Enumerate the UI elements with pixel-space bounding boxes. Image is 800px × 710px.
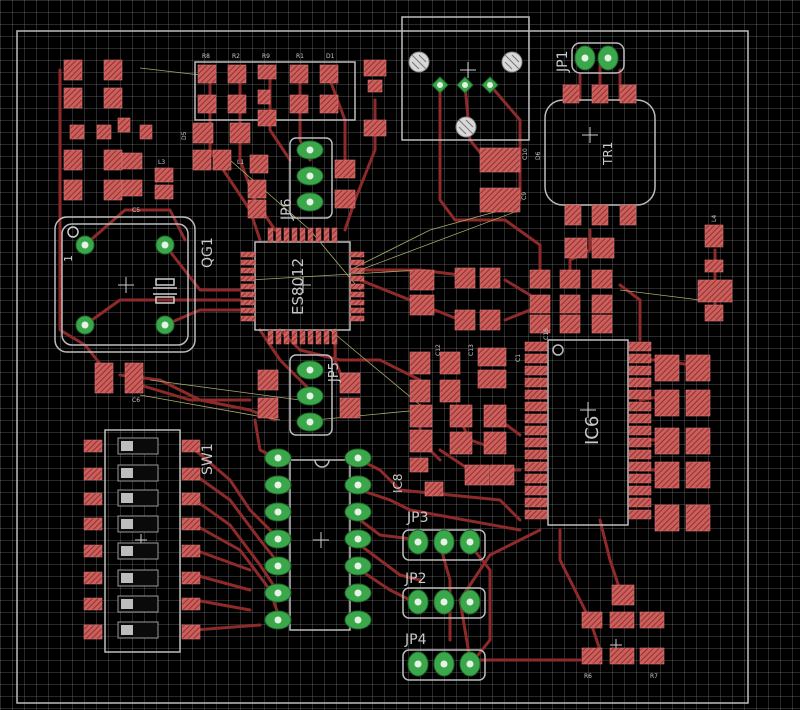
ic6-outline bbox=[547, 339, 629, 526]
tr1-outline bbox=[544, 99, 656, 206]
label-ic8: IC8 bbox=[391, 473, 405, 493]
label-c16: C16 bbox=[543, 328, 550, 340]
sw1-outline bbox=[104, 429, 181, 653]
label-d6: D6 bbox=[535, 151, 542, 160]
label-jp4: JP4 bbox=[404, 632, 427, 648]
silkscreen-labels: ES8012 IC6 SW1 QG1 TR1 JP1 JP6 JP5 JP3 J… bbox=[62, 51, 718, 680]
usb-outline bbox=[401, 16, 530, 141]
label-jp3: JP3 bbox=[406, 510, 428, 526]
smd-pads bbox=[63, 59, 733, 665]
label-l1: L1 bbox=[237, 159, 244, 166]
through-hole-pads bbox=[75, 45, 619, 677]
label-sw1: SW1 bbox=[200, 443, 216, 475]
label-d1: D1 bbox=[326, 53, 335, 60]
qg1-outline bbox=[54, 216, 196, 353]
label-c13: C13 bbox=[468, 344, 475, 356]
label-jp1: JP1 bbox=[555, 51, 571, 73]
label-c9: C9 bbox=[521, 192, 528, 200]
label-c12: C12 bbox=[435, 344, 442, 356]
label-u1: ES8012 bbox=[289, 258, 307, 315]
label-qg1: QG1 bbox=[200, 237, 216, 268]
jp5-outline bbox=[289, 354, 333, 436]
label-jp5: JP5 bbox=[327, 362, 342, 383]
label-r9: R9 bbox=[262, 53, 270, 60]
label-c1: C1 bbox=[515, 354, 522, 362]
label-r6: R6 bbox=[584, 673, 592, 680]
label-r7: R7 bbox=[650, 673, 658, 680]
label-r1: R1 bbox=[296, 53, 304, 60]
sw1-pads bbox=[83, 437, 201, 639]
label-d5: D5 bbox=[181, 131, 188, 140]
board-outline bbox=[16, 30, 749, 704]
usb-mount-hatch bbox=[411, 54, 520, 135]
jp1-outline bbox=[571, 42, 625, 74]
ratsnest-airwires bbox=[139, 67, 701, 421]
label-jp6: JP6 bbox=[279, 198, 295, 221]
origin-crosshairs bbox=[118, 62, 720, 651]
u1-pads bbox=[240, 227, 365, 345]
label-jp2: JP2 bbox=[404, 571, 426, 587]
label-tr1: TR1 bbox=[601, 142, 615, 166]
ic8-outline bbox=[289, 459, 351, 631]
qg1-inner-outline bbox=[61, 223, 189, 346]
label-l3: L3 bbox=[158, 159, 165, 166]
label-r2: R2 bbox=[232, 53, 240, 60]
label-c5: C5 bbox=[132, 207, 140, 214]
ic6-pads bbox=[524, 341, 652, 520]
label-r8: R8 bbox=[202, 53, 210, 60]
crystal-symbol bbox=[153, 278, 177, 304]
label-pin1: 1 bbox=[62, 255, 75, 262]
label-c6: C6 bbox=[132, 397, 140, 404]
label-ic6: IC6 bbox=[582, 416, 603, 445]
jp6-outline bbox=[289, 137, 333, 219]
label-c10: C10 bbox=[522, 148, 529, 160]
jp2-outline bbox=[402, 587, 486, 619]
jp4-outline bbox=[402, 649, 486, 681]
label-l4: L4 bbox=[711, 215, 718, 222]
